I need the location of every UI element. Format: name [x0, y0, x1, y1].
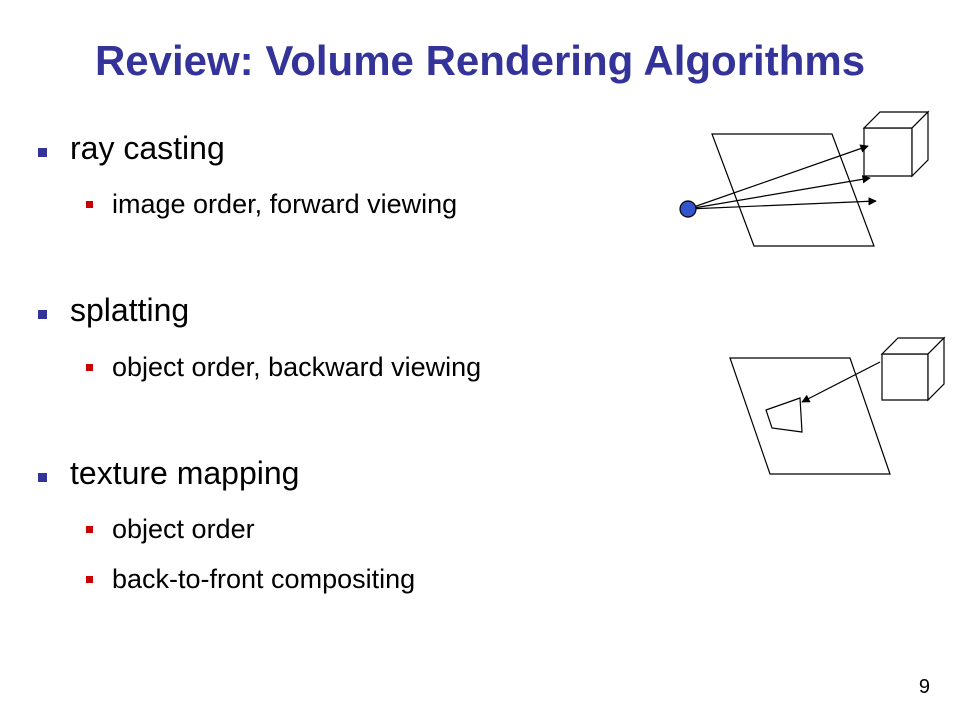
sub-bullet-back-to-front: back-to-front compositing	[112, 564, 416, 594]
bullet-list: ray casting image order, forward viewing…	[38, 130, 482, 594]
volume-cube-icon	[880, 336, 946, 402]
eye-point-icon	[679, 200, 697, 218]
bullet-texture-mapping: texture mapping	[70, 455, 300, 491]
volume-cube-icon	[862, 110, 930, 178]
page-number: 9	[918, 676, 930, 698]
bullet-square-icon	[38, 473, 47, 482]
splatting-diagram	[729, 336, 946, 475]
projection-arrow-icon	[801, 361, 881, 403]
splat-footprint-icon	[765, 397, 803, 433]
sub-bullet-object-order: object order	[112, 514, 255, 544]
ray-arrow-icon	[687, 144, 877, 210]
sub-bullet-square-icon	[86, 201, 93, 208]
image-plane-icon	[729, 357, 891, 475]
bullet-ray-casting: ray casting	[70, 130, 225, 166]
sub-bullet-square-icon	[86, 576, 93, 583]
sub-bullet-image-order: image order, forward viewing	[112, 189, 458, 219]
bullet-square-icon	[38, 310, 47, 319]
bullet-splatting: splatting	[70, 292, 190, 328]
image-plane-icon	[711, 133, 875, 247]
sub-bullet-object-order-backward: object order, backward viewing	[112, 352, 482, 382]
slide-title: Review: Volume Rendering Algorithms	[94, 37, 866, 84]
bullet-square-icon	[38, 148, 47, 157]
ray-casting-diagram	[679, 110, 930, 247]
sub-bullet-square-icon	[86, 526, 93, 533]
sub-bullet-square-icon	[86, 364, 93, 371]
